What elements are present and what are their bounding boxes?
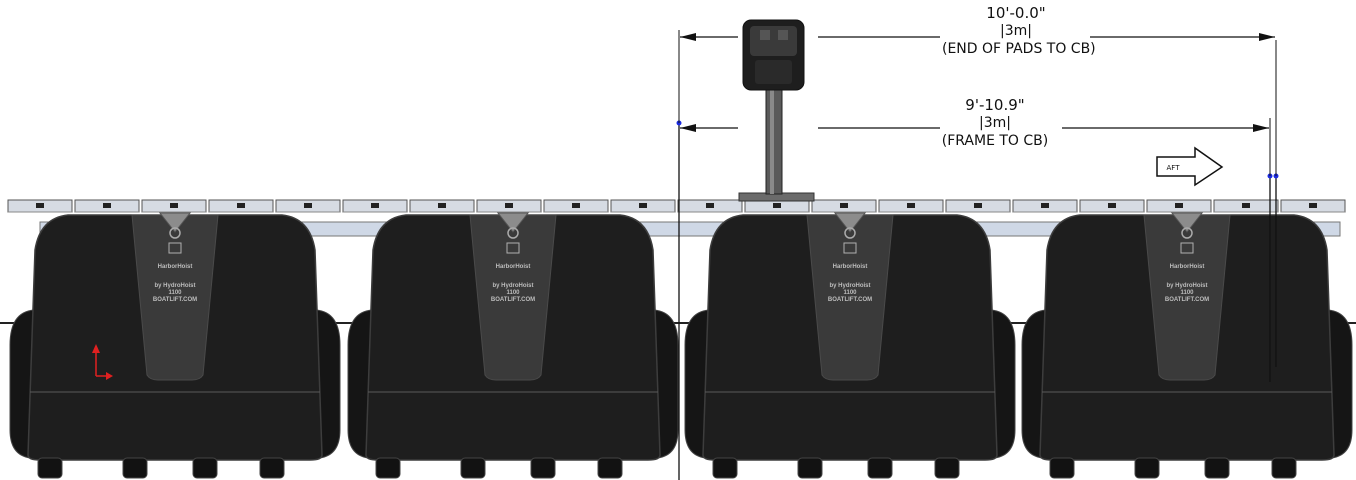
frame-rail: [39, 221, 1341, 237]
float-site: BOATLIFT.COM: [828, 297, 872, 303]
float-foot-center-left: [460, 457, 486, 479]
float-foot-center-left: [122, 457, 148, 479]
bunk-pad-clip: [1108, 203, 1116, 208]
frame-note: (FRAME TO CB): [941, 133, 1049, 149]
float-mount-pin: [169, 227, 181, 239]
float-center-channel: [131, 214, 219, 381]
dimension-end-of-pads: [680, 33, 1275, 41]
bunk-pad-clip: [1175, 203, 1183, 208]
end-of-pads-imperial: 10'-0.0": [986, 4, 1046, 22]
float-mount-bracket: [1170, 212, 1204, 233]
float-mount-pin: [844, 227, 856, 239]
float-foot-center-right: [1204, 457, 1230, 479]
float-brand: HarborHoist: [1170, 264, 1205, 270]
float-foot-center-right: [867, 457, 893, 479]
bunk-pad-clip: [170, 203, 178, 208]
float-foot-right: [259, 457, 285, 479]
bunk-pad-clip: [840, 203, 848, 208]
bunk-pad-clip: [505, 203, 513, 208]
bunk-pad-clip: [36, 203, 44, 208]
float-mount-bracket: [158, 212, 192, 233]
frame-metric: |3m|: [979, 115, 1011, 131]
float-brand: HarborHoist: [833, 264, 868, 270]
float-foot-center-left: [1134, 457, 1160, 479]
float-foot-center-right: [192, 457, 218, 479]
bunk-pad-clip: [438, 203, 446, 208]
float-logo-icon: [1180, 242, 1194, 254]
float-model: 1100: [843, 290, 857, 296]
bunk-pad-clip: [706, 203, 714, 208]
float-center-channel: [806, 214, 894, 381]
bunk-pad-clip: [907, 203, 915, 208]
bunk-pad-clip: [1242, 203, 1250, 208]
float-brand: HarborHoist: [496, 264, 531, 270]
bunk-pad-clip: [1309, 203, 1317, 208]
origin-axis-icon: [92, 344, 113, 380]
float-logo-icon: [506, 242, 520, 254]
bunk-pad-clip: [103, 203, 111, 208]
float-foot-center-left: [797, 457, 823, 479]
float-logo-icon: [168, 242, 182, 254]
float-foot-left: [1049, 457, 1075, 479]
dimension-frame: [680, 124, 1269, 132]
float-brand: HarborHoist: [158, 264, 193, 270]
bunk-pad-clip: [304, 203, 312, 208]
float-site: BOATLIFT.COM: [153, 297, 197, 303]
float-mount-pin: [1181, 227, 1193, 239]
float-foot-left: [37, 457, 63, 479]
aft-label: AFT: [1167, 164, 1181, 172]
float-mount-bracket: [833, 212, 867, 233]
bunk-pad-clip: [371, 203, 379, 208]
float-model: 1100: [168, 290, 182, 296]
float-maker: by HydroHoist: [492, 283, 533, 289]
bunk-pad-clip: [572, 203, 580, 208]
bunk-pad-clip: [773, 203, 781, 208]
dimension-frame-label: 9'-10.9" |3m| (FRAME TO CB): [930, 96, 1060, 150]
end-of-pads-metric: |3m|: [1000, 23, 1032, 39]
dimension-end-of-pads-label: 10'-0.0" |3m| (END OF PADS TO CB): [942, 4, 1096, 58]
control-post: [738, 19, 815, 202]
float-foot-right: [1271, 457, 1297, 479]
float-mount-bracket: [496, 212, 530, 233]
float-site: BOATLIFT.COM: [491, 297, 535, 303]
float-foot-left: [712, 457, 738, 479]
float-center-channel: [1143, 214, 1231, 381]
bunk-pad-clip: [974, 203, 982, 208]
bunk-pad-clip: [1041, 203, 1049, 208]
float-maker: by HydroHoist: [829, 283, 870, 289]
float-model: 1100: [1180, 290, 1194, 296]
float-mount-pin: [507, 227, 519, 239]
float-foot-right: [597, 457, 623, 479]
float-foot-left: [375, 457, 401, 479]
end-of-pads-note: (END OF PADS TO CB): [942, 41, 1096, 57]
float-center-channel: [469, 214, 557, 381]
float-maker: by HydroHoist: [1166, 283, 1207, 289]
float-model: 1100: [506, 290, 520, 296]
float-logo-icon: [843, 242, 857, 254]
frame-imperial: 9'-10.9": [965, 96, 1025, 114]
bunk-pad-row: [7, 199, 1346, 213]
bunk-pad-clip: [639, 203, 647, 208]
float-foot-right: [934, 457, 960, 479]
float-foot-center-right: [530, 457, 556, 479]
aft-arrow: AFT: [1156, 146, 1224, 187]
float-maker: by HydroHoist: [154, 283, 195, 289]
bunk-pad-clip: [237, 203, 245, 208]
float-site: BOATLIFT.COM: [1165, 297, 1209, 303]
